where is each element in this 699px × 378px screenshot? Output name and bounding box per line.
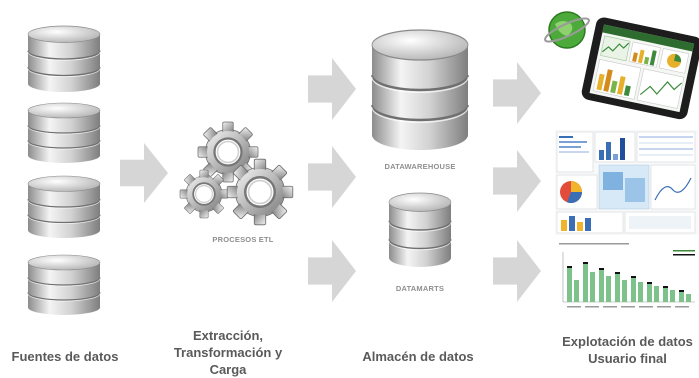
storage-label: Almacén de datos	[358, 348, 478, 365]
database-icon	[27, 254, 101, 316]
usage-label-line2: Usuario final	[588, 351, 667, 366]
datamarts-database-icon	[388, 192, 452, 268]
datawarehouse-caption: DATAWAREHOUSE	[384, 162, 456, 171]
usage-label: Explotación de datos Usuario final	[556, 333, 699, 367]
database-icon	[27, 25, 101, 93]
arrow-right-icon	[493, 62, 541, 124]
bar-chart-icon	[555, 240, 698, 320]
sources-label-text: Fuentes de datos	[11, 349, 119, 364]
arrow-right-icon	[308, 58, 356, 120]
etl-label-line3: Carga	[209, 362, 247, 377]
tablet-dashboard-icon	[544, 11, 699, 120]
arrow-right-icon	[493, 150, 541, 212]
datawarehouse-database-icon	[370, 28, 470, 152]
datamarts-caption: DATAMARTS	[395, 284, 445, 293]
etl-caption: PROCESOS ETL	[212, 235, 274, 244]
etl-label: Extracción, Transformación y Carga	[168, 327, 288, 378]
arrow-right-icon	[120, 143, 168, 203]
arrow-right-icon	[308, 146, 356, 208]
arrow-right-icon	[308, 240, 356, 302]
gears-icon	[179, 120, 295, 227]
storage-label-text: Almacén de datos	[362, 349, 474, 364]
etl-label-line2: Transformación y	[173, 345, 283, 360]
arrow-right-icon	[493, 240, 541, 302]
etl-label-line1: Extracción,	[192, 328, 264, 343]
database-icon	[27, 175, 101, 239]
database-icon	[27, 102, 101, 164]
sources-label: Fuentes de datos	[0, 348, 130, 365]
usage-label-line1: Explotación de datos	[562, 334, 693, 349]
dashboard-screenshot-icon	[555, 130, 698, 235]
